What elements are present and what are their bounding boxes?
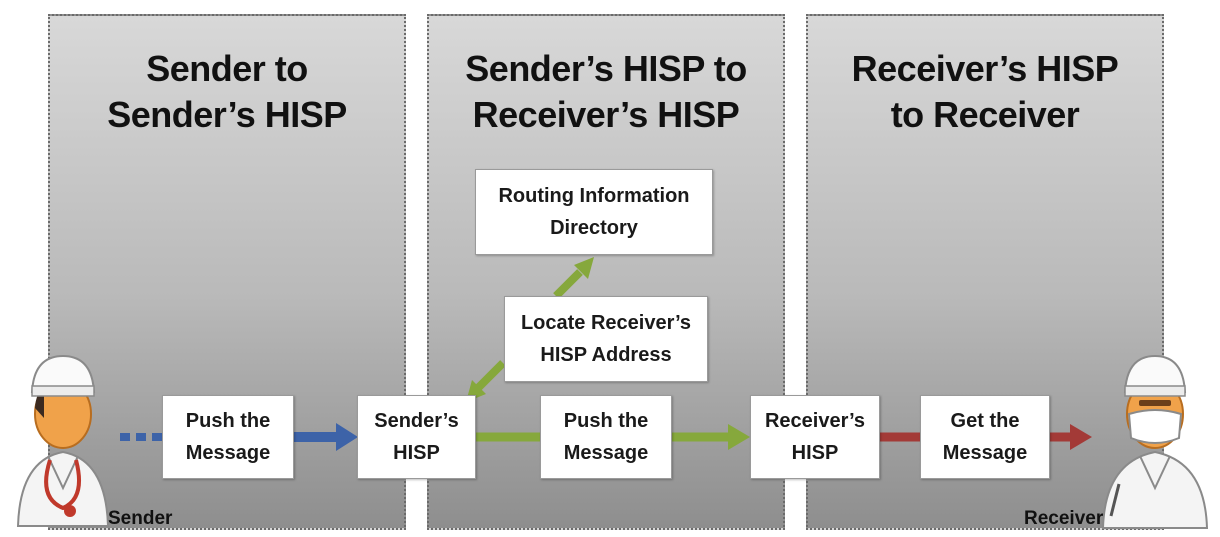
push-message-box-2: Push the Message — [540, 395, 672, 479]
doctor-icon — [16, 354, 110, 527]
push-message-box: Push the Message — [162, 395, 294, 479]
receiver-label: Receiver — [1024, 508, 1104, 529]
arrow-push-to-senders-hisp — [294, 423, 358, 451]
get-message-box: Get the Message — [920, 395, 1050, 479]
nurse-icon — [1101, 354, 1209, 529]
sender-label: Sender — [108, 508, 173, 529]
senders-hisp-box: Sender’s HISP — [357, 395, 476, 479]
panel-title: Receiver’s HISP to Receiver — [851, 48, 1119, 135]
routing-directory-box: Routing Information Directory — [475, 169, 713, 255]
panel-title: Sender’s HISP to Receiver’s HISP — [465, 48, 747, 135]
receivers-hisp-box: Receiver’s HISP — [750, 395, 880, 479]
arrow-push-to-receivers-hisp — [672, 424, 750, 450]
locate-address-box: Locate Receiver’s HISP Address — [504, 296, 708, 382]
arrow-get-to-receiver — [1050, 424, 1092, 450]
panel-title: Sender to Sender’s HISP — [107, 48, 347, 135]
